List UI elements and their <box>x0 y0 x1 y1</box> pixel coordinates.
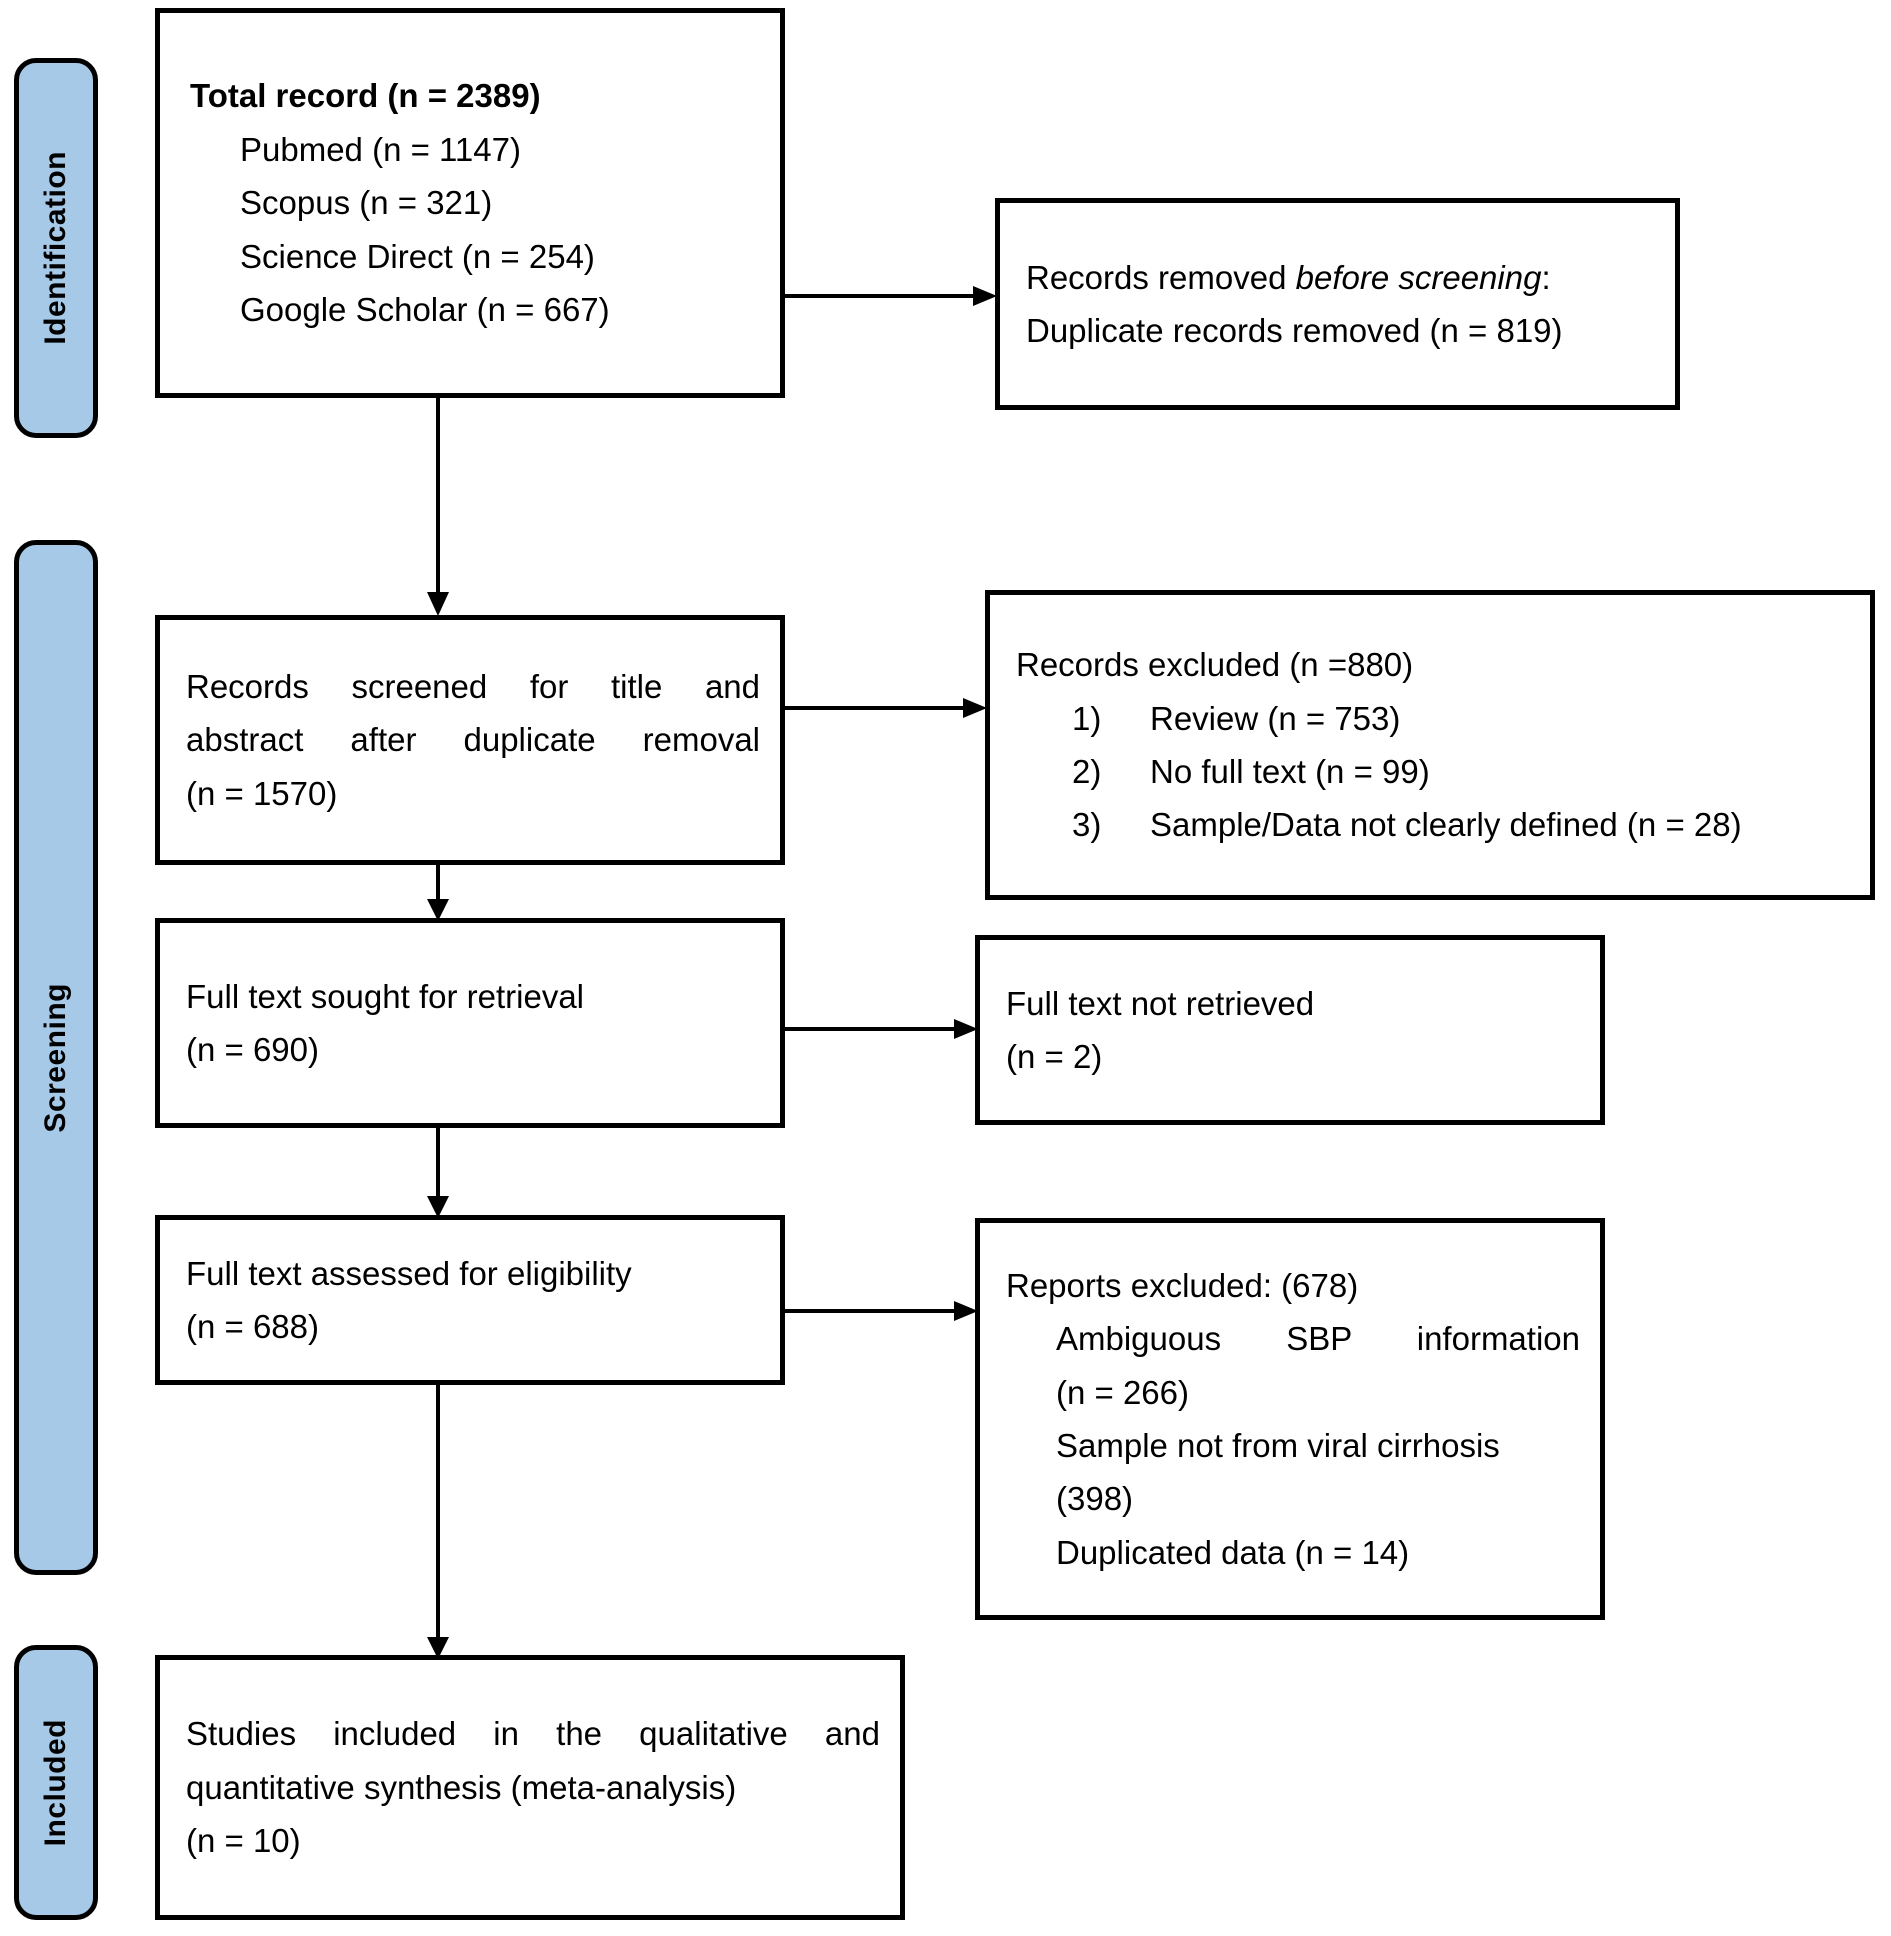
records-removed-line-1: Records removed before screening: <box>1026 251 1655 304</box>
records-excluded-item: 2) No full text (n = 99) <box>1016 745 1850 798</box>
connector-screened-to-sought <box>425 863 451 923</box>
records-removed-italic: before screening <box>1295 258 1542 296</box>
stage-bar-included: Included <box>14 1645 98 1920</box>
records-screened-line-1: Records screened for title and <box>186 667 760 705</box>
reports-excluded-line-2: (n = 266) <box>1056 1373 1189 1411</box>
connector-sought-to-not-retrieved <box>785 1018 981 1040</box>
full-text-assessed-line-1: Full text assessed for eligibility <box>186 1254 632 1292</box>
source-google-scholar: Google Scholar (n = 667) <box>240 291 610 329</box>
list-text: Review (n = 753) <box>1150 699 1401 737</box>
box-full-text-assessed: Full text assessed for eligibility (n = … <box>155 1215 785 1385</box>
box-records-screened: Records screened for title and abstract … <box>155 615 785 865</box>
records-excluded-item: 1) Review (n = 753) <box>1016 692 1850 745</box>
stage-bar-identification: Identification <box>14 58 98 438</box>
box-total-records: Total record (n = 2389) Pubmed (n = 1147… <box>155 8 785 398</box>
source-scopus: Scopus (n = 321) <box>240 184 493 222</box>
box-reports-excluded: Reports excluded: (678) Ambiguous SBP in… <box>975 1218 1605 1620</box>
stage-label-screening: Screening <box>39 982 72 1133</box>
full-text-sought-line-1: Full text sought for retrieval <box>186 977 584 1015</box>
reports-excluded-line-5: Duplicated data (n = 14) <box>1056 1533 1410 1571</box>
records-excluded-list: 1) Review (n = 753) 2) No full text (n =… <box>1016 692 1850 852</box>
list-number: 3) <box>1072 806 1102 844</box>
reports-excluded-heading: Reports excluded: (678) <box>1006 1266 1359 1304</box>
list-number: 2) <box>1072 753 1102 790</box>
records-removed-line-2: Duplicate records removed (n = 819) <box>1026 312 1563 349</box>
records-removed-prefix: Records removed <box>1026 258 1296 296</box>
box-full-text-sought: Full text sought for retrieval (n = 690) <box>155 918 785 1128</box>
full-text-assessed-line-2: (n = 688) <box>186 1308 319 1345</box>
stage-label-included: Included <box>39 1718 72 1847</box>
box-records-removed: Records removed before screening: Duplic… <box>995 198 1680 410</box>
studies-included-line-2: quantitative synthesis (meta-analysis) <box>186 1768 737 1806</box>
total-records-heading: Total record (n = 2389) <box>190 77 541 115</box>
source-science-direct: Science Direct (n = 254) <box>240 237 595 275</box>
list-text: Sample/Data not clearly defined (n = 28) <box>1150 806 1742 844</box>
studies-included-line-1: Studies included in the qualitative and <box>186 1715 880 1753</box>
full-text-not-retrieved-line-1: Full text not retrieved <box>1006 984 1315 1022</box>
records-screened-line-3: (n = 1570) <box>186 774 338 812</box>
connector-sought-to-assessed <box>425 1126 451 1220</box>
records-excluded-item: 3) Sample/Data not clearly defined (n = … <box>1016 798 1850 851</box>
connector-assessed-to-included <box>425 1383 451 1661</box>
reports-excluded-line-4: (398) <box>1056 1480 1134 1518</box>
records-removed-suffix: : <box>1541 258 1551 296</box>
connector-total-to-removed <box>785 285 1000 307</box>
full-text-not-retrieved-line-2: (n = 2) <box>1006 1038 1103 1075</box>
list-number: 1) <box>1072 699 1102 737</box>
connector-total-to-screened <box>425 398 451 618</box>
stage-label-identification: Identification <box>39 151 72 345</box>
records-excluded-heading: Records excluded (n =880) <box>1016 646 1414 684</box>
records-screened-line-2: abstract after duplicate removal <box>186 721 760 759</box>
connector-screened-to-excluded <box>785 697 990 719</box>
reports-excluded-line-1: Ambiguous SBP information <box>1056 1320 1580 1358</box>
box-studies-included: Studies included in the qualitative and … <box>155 1655 905 1920</box>
stage-bar-screening: Screening <box>14 540 98 1575</box>
source-pubmed: Pubmed (n = 1147) <box>240 130 521 168</box>
list-text: No full text (n = 99) <box>1150 753 1430 790</box>
connector-assessed-to-reports-excluded <box>785 1300 981 1322</box>
box-records-excluded: Records excluded (n =880) 1) Review (n =… <box>985 590 1875 900</box>
box-full-text-not-retrieved: Full text not retrieved (n = 2) <box>975 935 1605 1125</box>
reports-excluded-line-3: Sample not from viral cirrhosis <box>1056 1427 1500 1464</box>
full-text-sought-line-2: (n = 690) <box>186 1031 319 1068</box>
studies-included-line-3: (n = 10) <box>186 1822 301 1860</box>
